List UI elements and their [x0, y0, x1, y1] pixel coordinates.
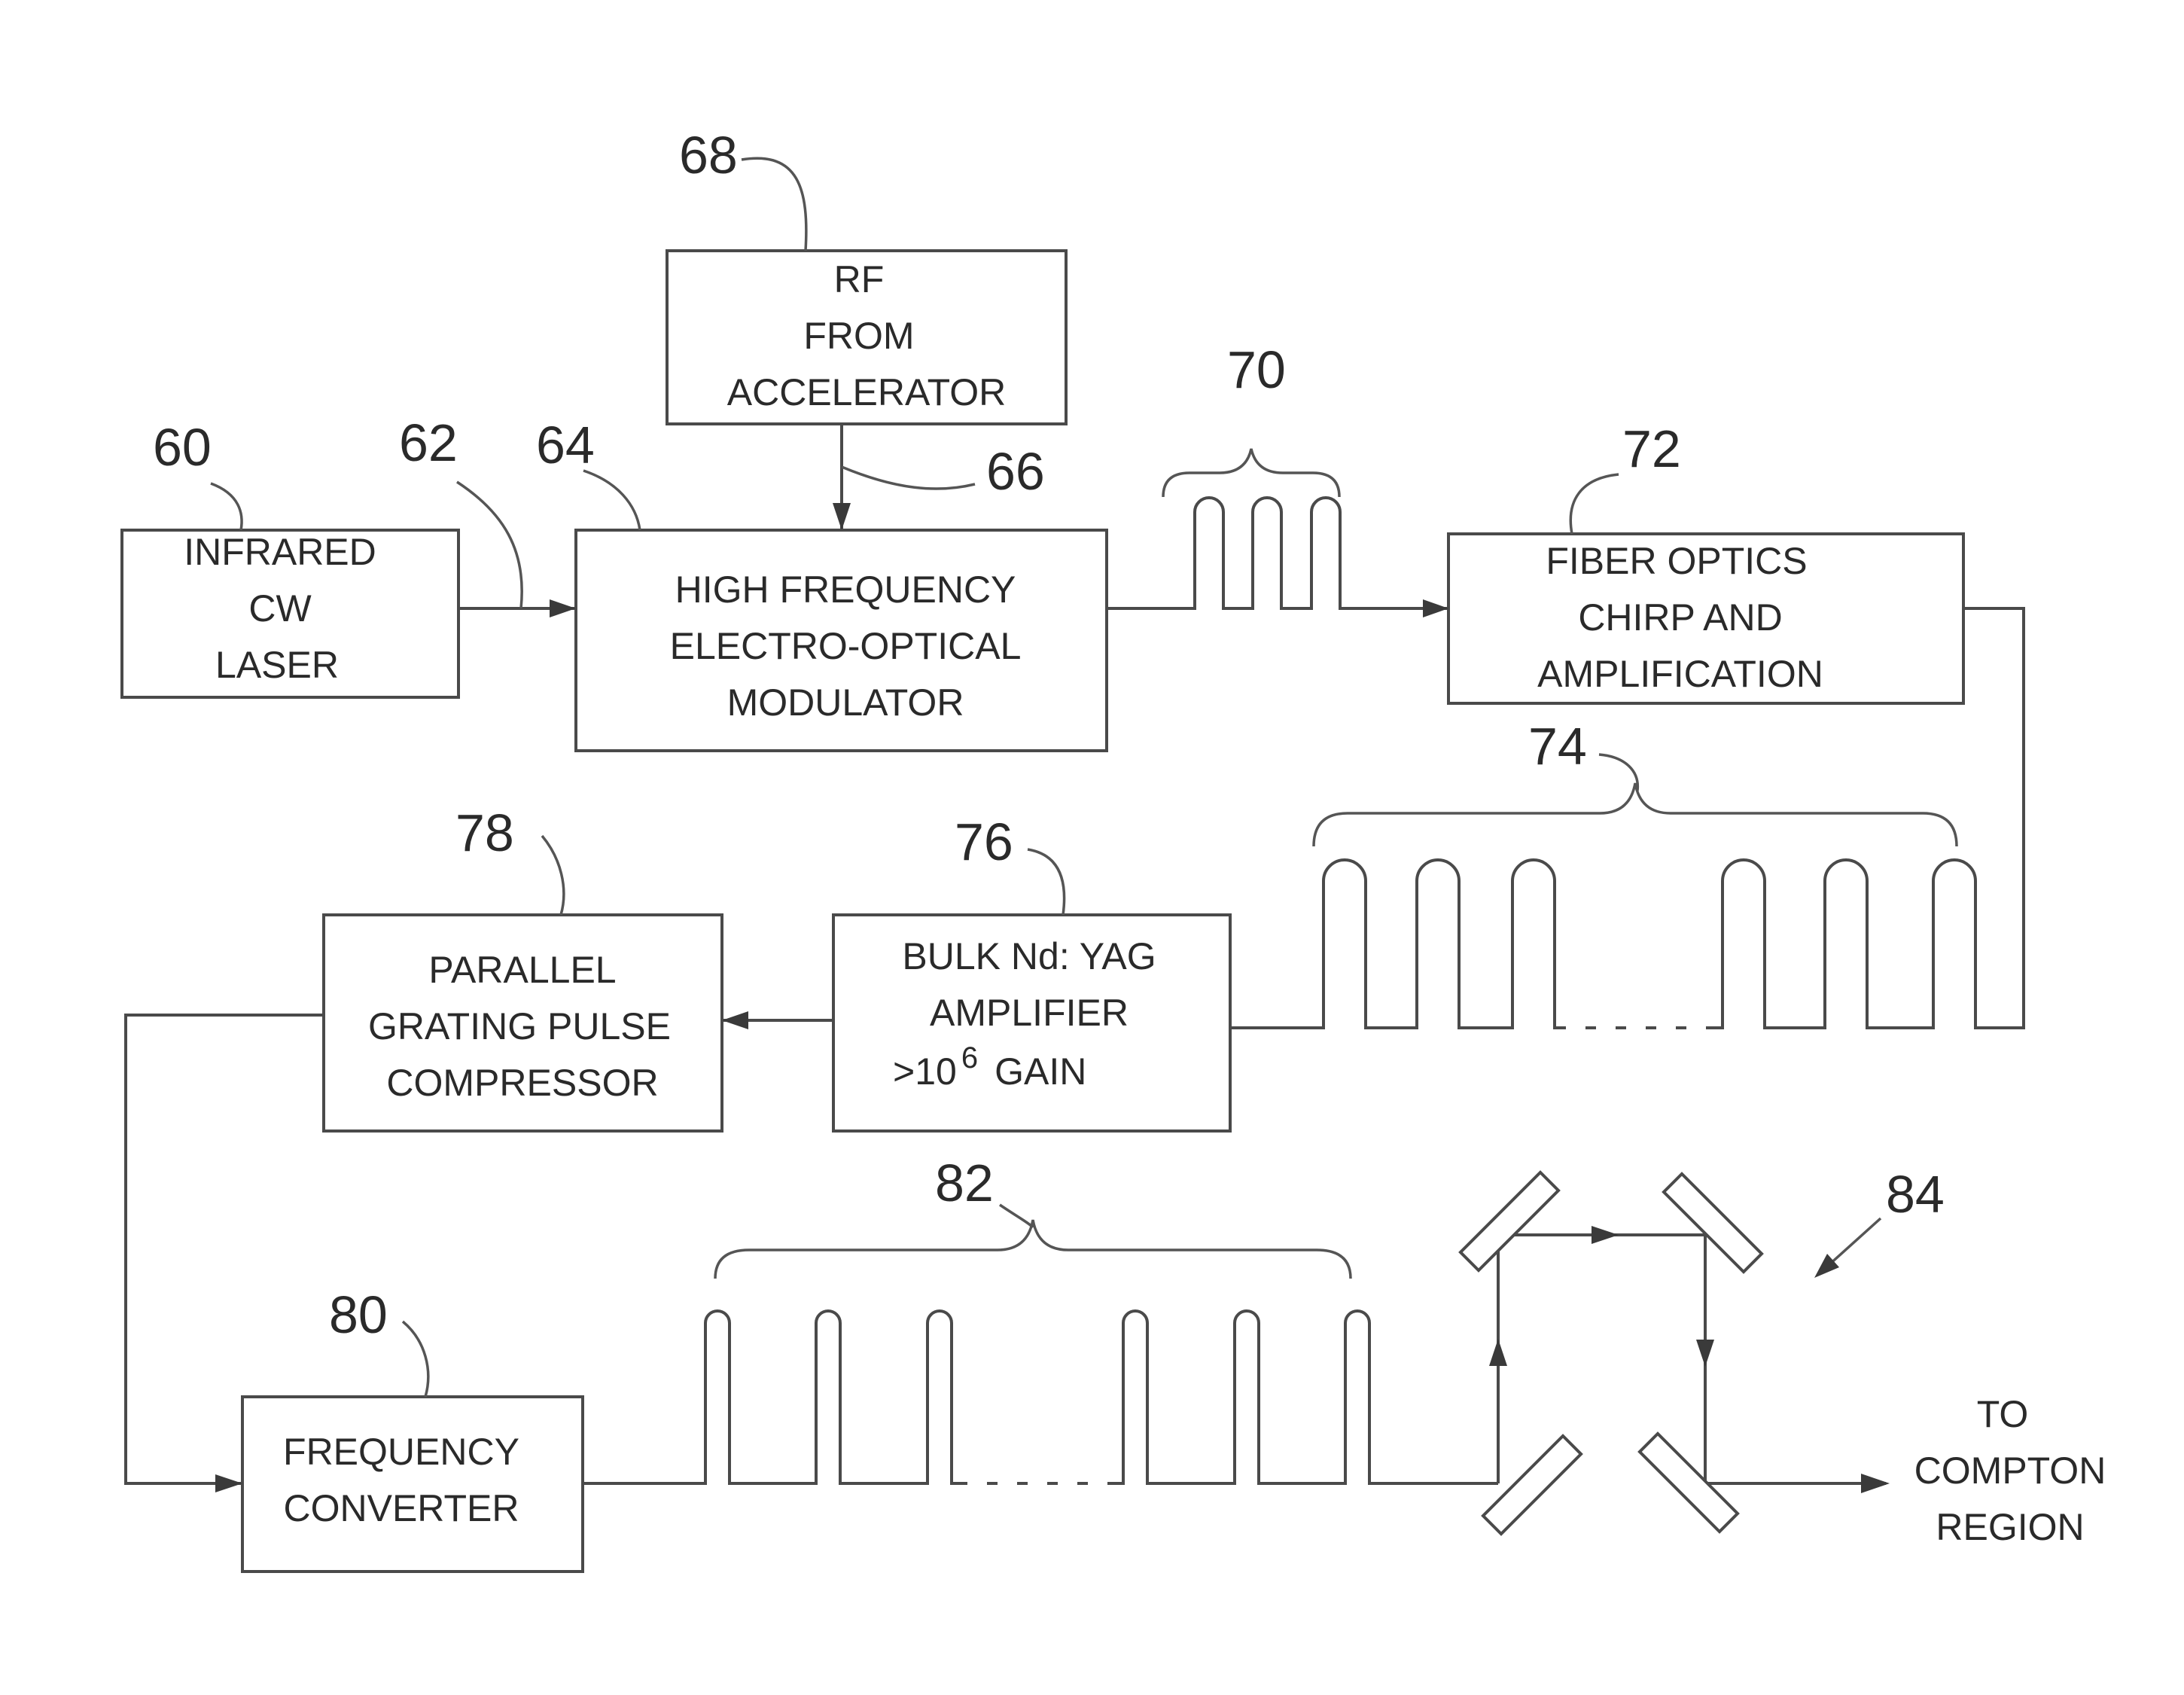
pulse-train-70-arrowhead — [1423, 599, 1448, 617]
frequency-converter-box — [242, 1397, 583, 1572]
brace-82 — [715, 1220, 1351, 1279]
ref-62: 62 — [399, 413, 458, 472]
mirror-top-left — [1461, 1172, 1558, 1270]
leader-68 — [742, 158, 806, 251]
modulator-label-line3: MODULATOR — [727, 681, 964, 724]
brace-70 — [1163, 449, 1339, 497]
beam-up-arrowhead — [1489, 1339, 1507, 1366]
leader-72 — [1570, 474, 1619, 534]
leader-66 — [842, 467, 975, 489]
ref-60: 60 — [153, 418, 212, 477]
fiber-label-line1: FIBER OPTICS — [1546, 540, 1807, 582]
ref-68: 68 — [679, 126, 738, 184]
laser-label-line2: CW — [248, 587, 312, 630]
ref-78: 78 — [455, 803, 514, 862]
amplifier-gain-prefix: >10 — [893, 1050, 957, 1093]
amplifier-to-compressor-arrowhead — [722, 1011, 748, 1029]
ref-66: 66 — [986, 442, 1045, 501]
leader-78 — [542, 836, 564, 915]
brace-74 — [1314, 783, 1957, 846]
ref-72: 72 — [1622, 419, 1681, 478]
fiber-label-line2: CHIRP AND — [1578, 596, 1782, 639]
leader-64 — [583, 471, 640, 530]
leader-74 — [1599, 755, 1637, 791]
converter-label-line2: CONVERTER — [283, 1487, 519, 1529]
fiber-label-line3: AMPLIFICATION — [1537, 653, 1823, 695]
amplifier-gain-suffix: GAIN — [995, 1050, 1086, 1093]
laser-to-modulator-arrowhead — [550, 599, 576, 617]
ref-70: 70 — [1227, 340, 1286, 399]
compressor-label-line1: PARALLEL — [428, 949, 616, 991]
ref-84: 84 — [1886, 1165, 1945, 1224]
leader-62 — [457, 482, 522, 608]
compressor-label-line3: COMPRESSOR — [386, 1062, 658, 1104]
laser-label-line1: INFRARED — [184, 531, 376, 573]
modulator-label-line2: ELECTRO-OPTICAL — [670, 625, 1022, 667]
compressor-to-converter-arrowhead — [215, 1474, 242, 1492]
leader-60 — [211, 483, 242, 530]
rf-to-modulator-arrowhead — [833, 503, 851, 530]
leader-80 — [403, 1322, 428, 1397]
rf-label-line2: FROM — [803, 315, 914, 357]
leader-76 — [1028, 849, 1065, 915]
rf-label-line1: RF — [834, 258, 885, 300]
output-label-line2: COMPTON — [1914, 1450, 2106, 1492]
ref-64: 64 — [536, 416, 595, 474]
output-label-line3: REGION — [1936, 1506, 2084, 1548]
output-label-line1: TO — [1977, 1393, 2029, 1435]
ref-82: 82 — [935, 1154, 994, 1212]
amplifier-label-line2: AMPLIFIER — [930, 992, 1129, 1034]
rf-label-line3: ACCELERATOR — [727, 371, 1006, 413]
ref-74: 74 — [1528, 717, 1587, 776]
amplifier-gain-exponent: 6 — [961, 1041, 978, 1075]
pulse-train-82 — [583, 1311, 1498, 1483]
mirror-top-right — [1664, 1174, 1762, 1272]
modulator-label-line1: HIGH FREQUENCY — [675, 569, 1016, 611]
amplifier-label-line1: BULK Nd: YAG — [902, 935, 1156, 977]
ref-80: 80 — [329, 1285, 388, 1344]
ref-76: 76 — [955, 812, 1013, 871]
output-beam-arrowhead — [1861, 1474, 1890, 1493]
converter-label-line1: FREQUENCY — [283, 1431, 519, 1473]
compressor-label-line2: GRATING PULSE — [368, 1005, 671, 1047]
laser-label-line3: LASER — [215, 644, 339, 686]
beam-down-arrowhead — [1696, 1340, 1714, 1367]
leader-82 — [1000, 1205, 1033, 1227]
pulse-train-70 — [1107, 498, 1448, 608]
beam-right-arrowhead — [1592, 1226, 1619, 1244]
